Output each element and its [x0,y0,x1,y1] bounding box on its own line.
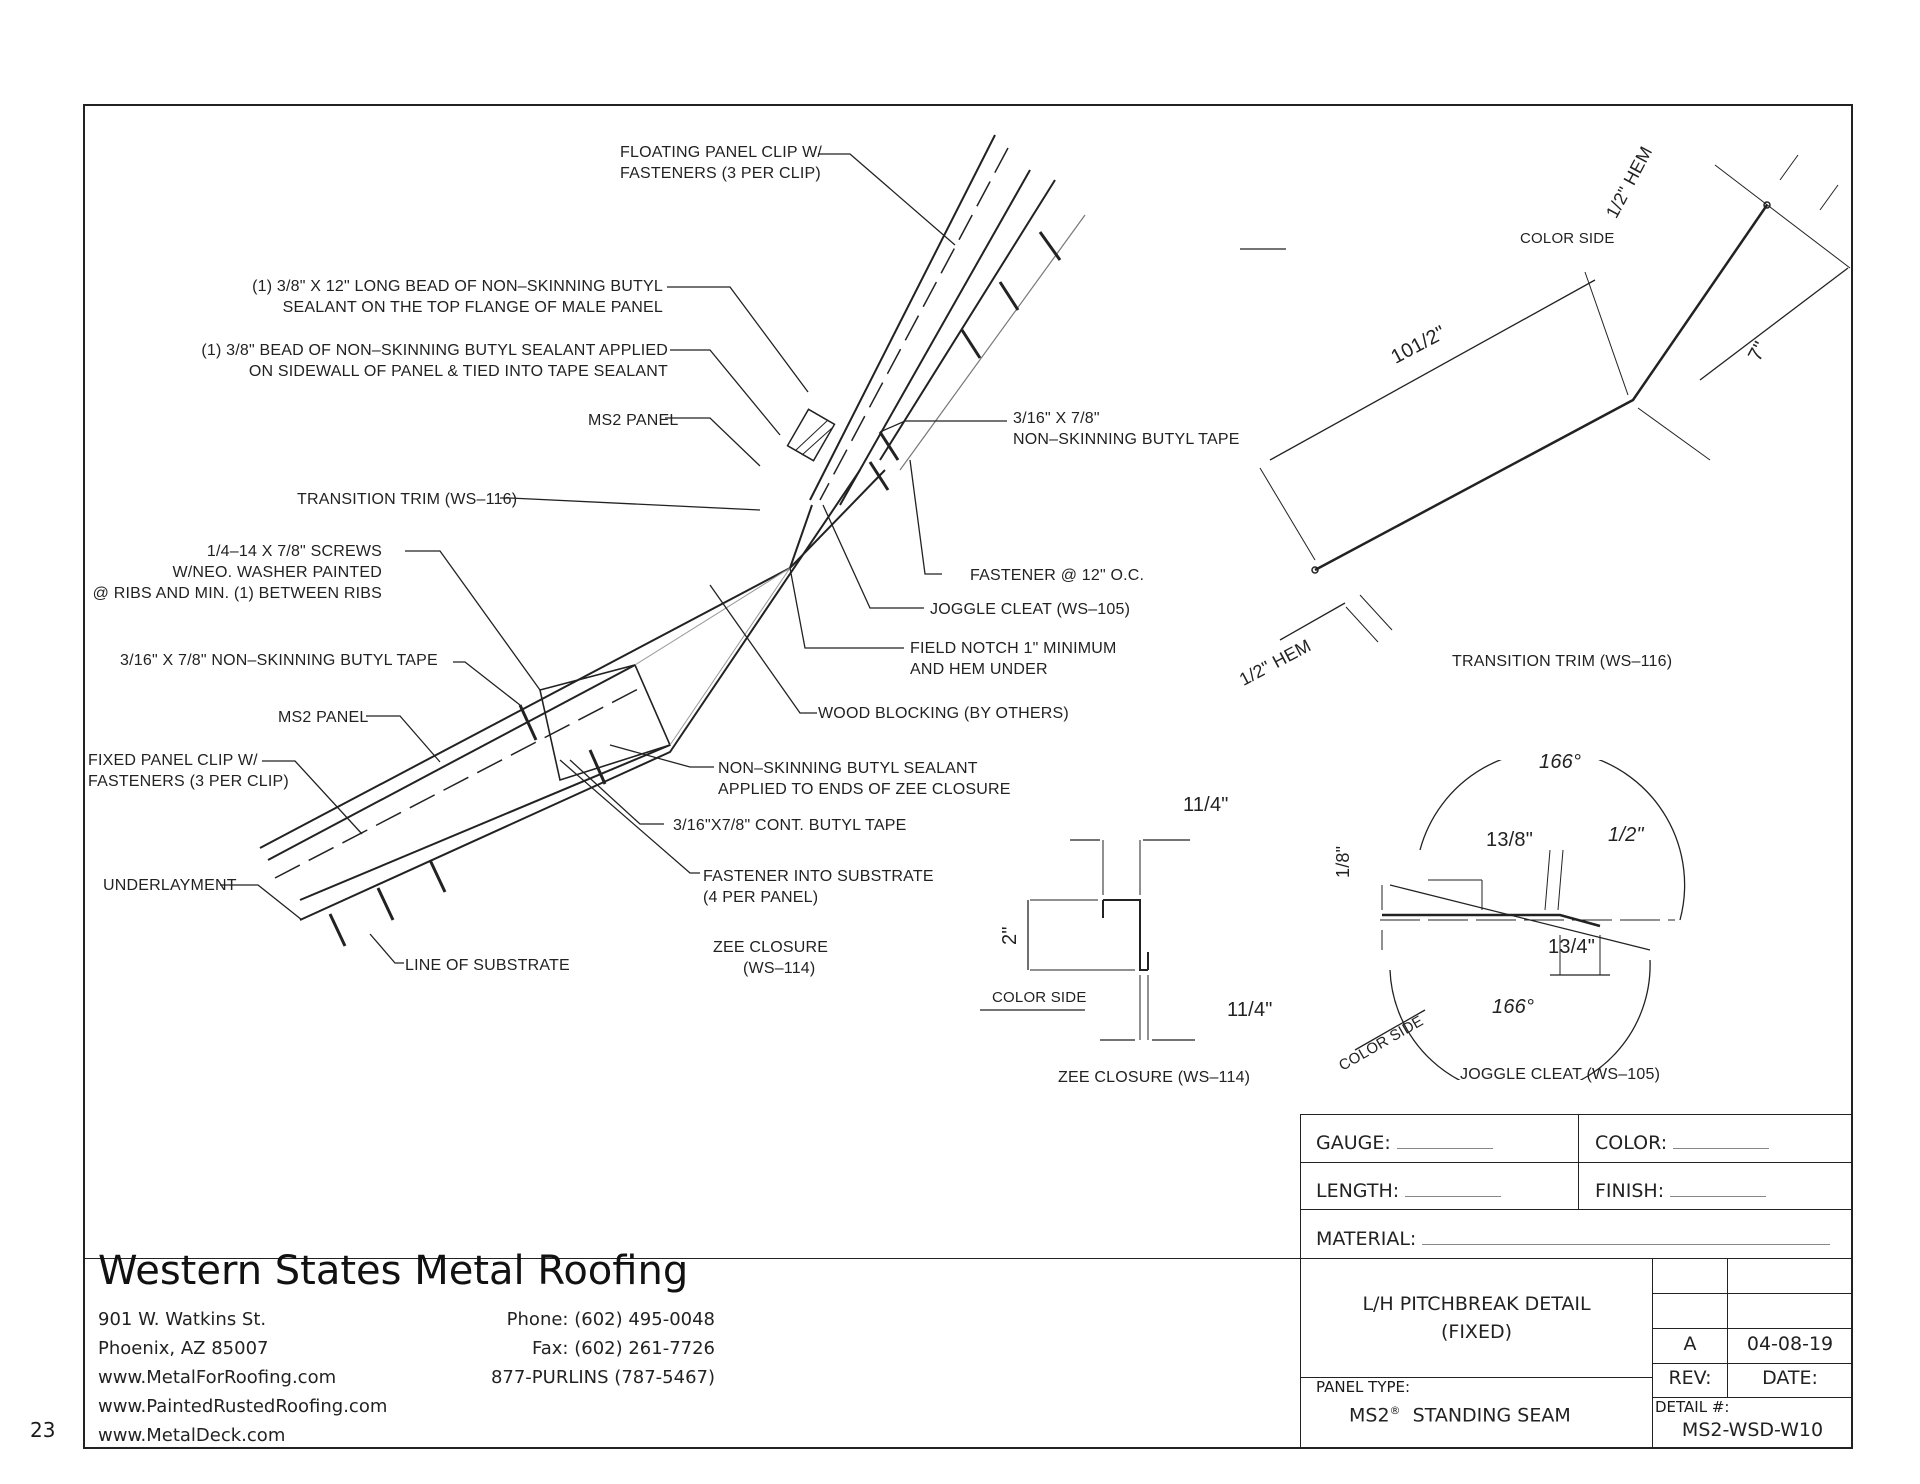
upper-panel-inner-line [839,169,1031,506]
tb-detail-no-label: DETAIL #: [1655,1398,1730,1416]
tb-date-label: DATE: [1762,1367,1818,1389]
joggle-dim-half: 1/2" [1608,824,1644,846]
trim-title: TRANSITION TRIM (WS–116) [1452,653,1673,670]
upper-panel-dashed-line [819,147,1009,501]
screws [328,231,1062,947]
tb-company-cell [83,1258,1301,1449]
joggle-cleat-drawing [1354,760,1686,1080]
zee-closure-drawing [980,839,1195,1041]
tb-material-label: MATERIAL: [1316,1228,1831,1250]
tb-detail-title: L/H PITCHBREAK DETAIL(FIXED) [1362,1293,1591,1343]
zee-color-side: COLOR SIDE [992,989,1087,1006]
tb-rev-grid-a [1652,1258,1728,1294]
dim-short-line [1699,267,1849,381]
zee-dim-height: 2" [999,926,1021,945]
angle-arc-bottom [1389,959,1651,1080]
label-butyl-tape-top: 3/16" X 7/8"NON–SKINNING BUTYL TAPE [1013,410,1240,448]
label-ms2-panel-top: MS2 PANEL [588,412,679,429]
zee-dim-bottom: 11/4" [1227,999,1273,1021]
label-wood-blocking: WOOD BLOCKING (BY OTHERS) [818,705,1069,722]
lower-panel-inner-line [299,744,671,901]
zee-profile [1103,899,1148,971]
dim-long-line [1269,279,1596,461]
label-fastener-12: FASTENER @ 12" O.C. [970,567,1145,584]
label-bead-12: (1) 3/8" X 12" LONG BEAD OF NON–SKINNING… [252,278,663,316]
label-fixed-clip: FIXED PANEL CLIP W/FASTENERS (3 PER CLIP… [88,752,289,790]
label-ms2-panel-low: MS2 PANEL [278,709,369,726]
transition-trim-drawing [1240,154,1851,643]
label-line-substrate: LINE OF SUBSTRATE [405,957,570,974]
drawing-frame [83,104,1853,1449]
angle-arc-top [1419,760,1686,921]
label-fastener-substrate: FASTENER INTO SUBSTRATE(4 PER PANEL) [703,868,934,906]
trim-profile [1314,204,1769,572]
tb-finish-label: FINISH: [1595,1180,1767,1202]
tb-rev-grid-d [1727,1293,1853,1329]
upper-panel-outer-line [809,134,996,501]
leader-lines [220,153,1007,964]
sealant-hatch [786,408,836,462]
tb-panel-type-value: MS2® STANDING SEAM [1349,1404,1571,1427]
tb-rev-grid-c [1652,1293,1728,1329]
tb-color-label: COLOR: [1595,1132,1770,1154]
joggle-dim-34: 13/4" [1548,936,1596,958]
company-name: Western States Metal Roofing [98,1248,689,1294]
joggle-angle-bottom: 166° [1492,996,1535,1018]
upper-substrate-line [899,214,1086,471]
lower-deck-line [299,469,861,921]
joggle-dim-38: 13/8" [1486,829,1534,851]
label-butyl-tape-left: 3/16" X 7/8" NON–SKINNING BUTYL TAPE [120,652,438,669]
cleat-profile [1382,913,1601,928]
wood-blocking [539,664,672,782]
lower-panel-outer-line [267,664,636,861]
tb-date-value: 04-08-19 [1746,1333,1834,1355]
joggle-title: JOGGLE CLEAT (WS–105) [1460,1066,1661,1083]
label-cont-butyl: 3/16"X7/8" CONT. BUTYL TAPE [673,817,907,834]
label-transition-trim: TRANSITION TRIM (WS–116) [297,491,518,508]
label-floating-clip: FLOATING PANEL CLIP W/FASTENERS (3 PER C… [620,144,823,182]
label-underlayment: UNDERLAYMENT [103,877,237,894]
tb-rev-label: REV: [1668,1367,1712,1389]
zee-dim-top: 11/4" [1183,794,1229,816]
company-phones: Phone: (602) 495-0048 Fax: (602) 261-772… [490,1309,715,1388]
joggle-dim-eighth: 1/8" [1333,845,1353,878]
tb-length-label: LENGTH: [1316,1180,1502,1202]
tb-panel-type-label: PANEL TYPE: [1316,1378,1411,1396]
trim-color-side: COLOR SIDE [1520,230,1615,247]
tb-detail-no-cell [1652,1397,1853,1449]
lower-panel-dashed-line [274,687,641,879]
tb-rev-value: A [1683,1333,1697,1355]
label-zee-closure: ZEE CLOSURE(WS–114) [713,939,829,977]
zee-title: ZEE CLOSURE (WS–114) [1058,1069,1251,1086]
tb-detail-no: MS2-WSD-W10 [1681,1419,1824,1441]
tb-gauge-label: GAUGE: [1316,1132,1493,1154]
upper-deck-line [879,179,1056,461]
joggle-angle-top: 166° [1539,751,1582,773]
page-number: 23 [30,1418,56,1442]
tb-rev-grid-b [1727,1258,1853,1294]
company-address: 901 W. Watkins St. Phoenix, AZ 85007 www… [98,1309,388,1446]
label-joggle-cleat: JOGGLE CLEAT (WS–105) [930,601,1131,618]
label-bead-side: (1) 3/8" BEAD OF NON–SKINNING BUTYL SEAL… [201,342,668,380]
